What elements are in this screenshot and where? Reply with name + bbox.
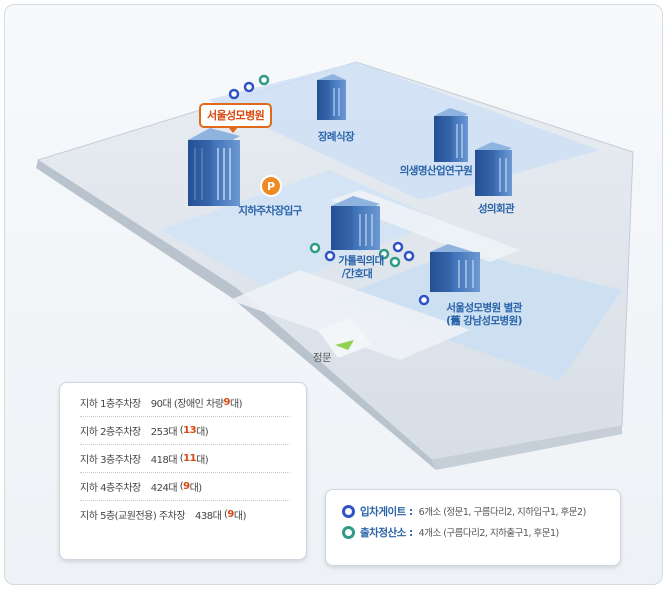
parking-note-num: 9 <box>223 397 230 408</box>
parking-floor-name: 지하 4층주차장 <box>80 483 141 494</box>
label-catholic-2: /간호대 <box>342 267 372 280</box>
parking-entrance-icon: P <box>260 175 282 197</box>
parking-note-suffix: 대) <box>196 427 209 438</box>
parking-floor-name: 지하 5층(교원전용) 주차장 <box>80 511 186 522</box>
building-industry <box>434 108 468 162</box>
parking-note-num: 9 <box>183 481 190 492</box>
label-parking-entrance: 지하주차장입구 <box>238 204 302 217</box>
entry-gate-marker <box>228 88 240 100</box>
parking-icon-letter: P <box>267 180 275 193</box>
building-seongui <box>475 142 512 196</box>
entry-gate-marker <box>418 294 430 306</box>
parking-note-suffix: 대) <box>189 483 203 494</box>
exit-booth-marker <box>258 74 270 86</box>
building-main-hospital <box>188 128 240 206</box>
entry-gate-marker <box>243 81 255 93</box>
main-hospital-badge: 서울성모병원 <box>199 103 273 133</box>
legend-exit-desc: 4개소 (구름다리2, 지하출구1, 후문1) <box>418 528 560 539</box>
parking-capacity: 418대 <box>150 455 178 466</box>
parking-note-suffix: 대) <box>196 455 209 466</box>
building-jangnye <box>317 74 346 120</box>
building-catholic <box>331 196 380 250</box>
label-annex-1: 서울성모병원 별관 <box>446 301 522 314</box>
parking-note-prefix: (장애인 차량 <box>173 399 224 410</box>
parking-capacity: 90대 <box>150 399 172 410</box>
entry-gate-marker <box>403 250 415 262</box>
exit-booth-marker <box>378 248 390 260</box>
road-main <box>230 270 470 360</box>
parking-floor-name: 지하 2층주차장 <box>80 427 141 438</box>
label-annex-2: (舊 강남성모병원) <box>446 314 522 327</box>
label-main-gate: 정문 <box>313 352 332 364</box>
parking-capacity: 424대 <box>150 483 178 494</box>
entry-gate-legend-icon <box>342 504 355 518</box>
legend-entry-desc: 6개소 (정문1, 구름다리2, 지하입구1, 후문2) <box>418 507 587 518</box>
parking-floor-name: 지하 1층주차장 <box>80 399 141 410</box>
zone-lower <box>330 250 622 380</box>
road-entry <box>318 318 372 358</box>
legend-entry-title: 입차게이트 : <box>360 505 413 518</box>
parking-capacity: 438대 <box>195 511 222 522</box>
parking-note-prefix: ( <box>179 425 184 436</box>
label-industry: 의생명산업연구원 <box>400 164 472 177</box>
parking-note-num: 13 <box>183 425 197 436</box>
parking-note-suffix: 대) <box>233 511 247 522</box>
parking-note-prefix: ( <box>179 481 184 492</box>
parking-floor-name: 지하 3층주차장 <box>80 455 141 466</box>
parking-note-prefix: ( <box>224 509 228 520</box>
legend-box: 입차게이트 : 6개소 (정문1, 구름다리2, 지하입구1, 후문2) 출차정… <box>325 489 621 566</box>
ground-edge-right <box>432 426 622 470</box>
label-catholic-1: 가톨릭의대 <box>338 254 383 267</box>
legend-exit-title: 출차정산소 : <box>360 526 413 539</box>
exit-booth-legend-icon <box>342 525 355 539</box>
parking-note-prefix: ( <box>179 453 184 464</box>
legend-exit-row: 출차정산소 : 4개소 (구름다리2, 지하출구1, 후문1) <box>342 523 620 541</box>
exit-booth-marker <box>309 242 321 254</box>
exit-booth-marker <box>389 256 401 268</box>
entry-gate-marker <box>392 241 404 253</box>
building-annex <box>430 244 480 292</box>
gate-markers <box>228 74 430 306</box>
parking-note-suffix: 대) <box>229 399 243 410</box>
parking-note-num: 11 <box>183 453 197 464</box>
label-seongui: 성의회관 <box>478 202 515 215</box>
main-gate-marker <box>335 340 354 350</box>
ground-edge <box>36 160 436 470</box>
parking-note-num: 9 <box>227 509 234 520</box>
label-jangnye: 장례식장 <box>318 130 355 143</box>
parking-capacity: 253대 <box>150 427 178 438</box>
legend-entry-row: 입차게이트 : 6개소 (정문1, 구름다리2, 지하입구1, 후문2) <box>342 502 620 520</box>
entry-gate-marker <box>324 250 336 262</box>
